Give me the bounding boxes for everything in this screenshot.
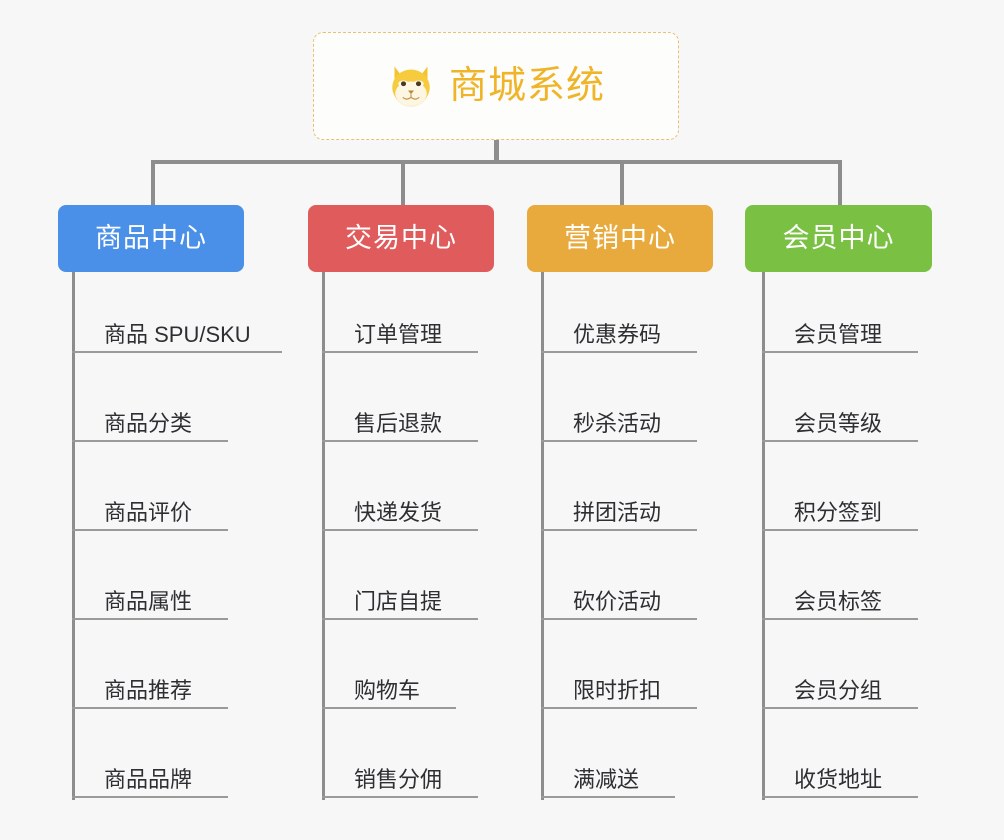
- leaf-item[interactable]: 会员标签: [762, 574, 918, 620]
- leaf-label: 会员标签: [794, 588, 883, 614]
- branch-spine: [762, 272, 765, 800]
- leaf-item[interactable]: 优惠券码: [541, 307, 697, 353]
- leaf-label: 收货地址: [794, 766, 883, 792]
- category-label: 交易中心: [345, 223, 457, 253]
- leaf-item[interactable]: 购物车: [322, 663, 456, 709]
- leaf-item[interactable]: 会员分组: [762, 663, 918, 709]
- bus-connector: [151, 160, 842, 164]
- category-label: 会员中心: [782, 223, 895, 253]
- leaf-label: 秒杀活动: [573, 410, 662, 436]
- leaf-label: 商品品牌: [104, 766, 193, 792]
- leaf-label: 门店自提: [354, 588, 443, 614]
- leaf-label: 优惠券码: [573, 321, 662, 347]
- leaf-label: 商品属性: [104, 588, 193, 614]
- leaf-item[interactable]: 会员管理: [762, 307, 918, 353]
- leaf-label: 销售分佣: [354, 766, 443, 792]
- leaf-label: 商品评价: [104, 499, 193, 525]
- branch-spine: [322, 272, 325, 800]
- leaf-label: 会员等级: [794, 410, 883, 436]
- leaf-item[interactable]: 订单管理: [322, 307, 478, 353]
- leaf-item[interactable]: 商品分类: [72, 396, 228, 442]
- leaf-label: 商品分类: [104, 410, 193, 436]
- leaf-item[interactable]: 会员等级: [762, 396, 918, 442]
- root-stem-connector: [494, 140, 499, 164]
- category-box-member[interactable]: 会员中心: [745, 205, 932, 272]
- drop-connector-1: [151, 160, 155, 205]
- leaf-item[interactable]: 积分签到: [762, 485, 918, 531]
- leaf-label: 商品 SPU/SKU: [104, 321, 251, 347]
- leaf-label: 会员管理: [794, 321, 883, 347]
- leaf-item[interactable]: 商品评价: [72, 485, 228, 531]
- branch-spine: [72, 272, 75, 800]
- leaf-item[interactable]: 商品推荐: [72, 663, 228, 709]
- leaf-label: 商品推荐: [104, 677, 193, 703]
- root-node[interactable]: 商城系统: [313, 32, 679, 140]
- leaf-label: 拼团活动: [573, 499, 662, 525]
- category-box-marketing[interactable]: 营销中心: [527, 205, 713, 272]
- branch-spine: [541, 272, 544, 800]
- drop-connector-3: [620, 160, 624, 205]
- leaf-item[interactable]: 收货地址: [762, 752, 918, 798]
- leaf-item[interactable]: 满减送: [541, 752, 675, 798]
- leaf-label: 满减送: [573, 766, 640, 792]
- leaf-label: 限时折扣: [573, 677, 662, 703]
- drop-connector-2: [401, 160, 405, 205]
- leaf-item[interactable]: 砍价活动: [541, 574, 697, 620]
- leaf-item[interactable]: 快递发货: [322, 485, 478, 531]
- category-label: 营销中心: [564, 223, 676, 253]
- leaf-item[interactable]: 限时折扣: [541, 663, 697, 709]
- drop-connector-4: [838, 160, 842, 205]
- category-label: 商品中心: [95, 223, 207, 253]
- leaf-label: 购物车: [354, 677, 421, 703]
- leaf-item[interactable]: 拼团活动: [541, 485, 697, 531]
- leaf-item[interactable]: 售后退款: [322, 396, 478, 442]
- leaf-item[interactable]: 商品品牌: [72, 752, 228, 798]
- category-box-trade[interactable]: 交易中心: [308, 205, 494, 272]
- leaf-item[interactable]: 秒杀活动: [541, 396, 697, 442]
- shiba-dog-icon: [392, 66, 430, 107]
- leaf-label: 售后退款: [354, 410, 443, 436]
- leaf-label: 积分签到: [794, 499, 883, 525]
- leaf-item[interactable]: 门店自提: [322, 574, 478, 620]
- category-box-product[interactable]: 商品中心: [58, 205, 244, 272]
- leaf-label: 砍价活动: [573, 588, 662, 614]
- leaf-label: 快递发货: [354, 499, 443, 525]
- leaf-label: 会员分组: [794, 677, 883, 703]
- leaf-label: 订单管理: [354, 321, 443, 347]
- root-title: 商城系统: [448, 65, 605, 107]
- leaf-item[interactable]: 商品属性: [72, 574, 228, 620]
- leaf-item[interactable]: 销售分佣: [322, 752, 478, 798]
- leaf-item[interactable]: 商品 SPU/SKU: [72, 307, 282, 353]
